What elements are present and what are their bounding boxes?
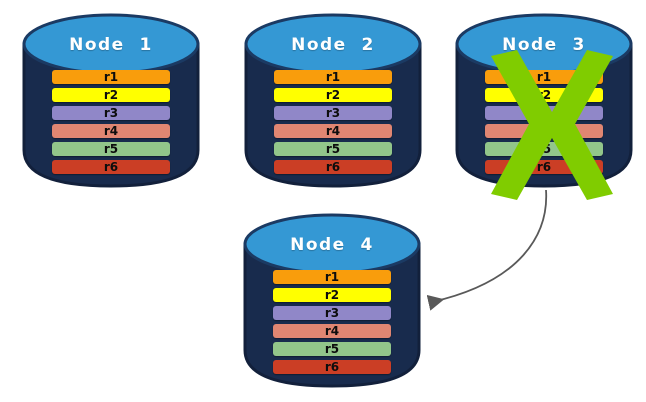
node-2-rows: r1 r2 r3 r4 r5 r6 — [244, 70, 422, 174]
row-label: r4 — [536, 124, 552, 138]
node-1-row-r6: r6 — [52, 160, 170, 174]
row-label: r1 — [103, 70, 119, 84]
node-2-row-r5: r5 — [274, 142, 392, 156]
node-3-row-r2: r2 — [485, 88, 603, 102]
node-1-row-r4: r4 — [52, 124, 170, 138]
row-label: r6 — [103, 160, 119, 174]
node-4-row-r6: r6 — [273, 360, 391, 374]
node-1-row-r1: r1 — [52, 70, 170, 84]
node-4[interactable]: Node 4 r1 r2 r3 r4 r5 r6 — [243, 208, 421, 388]
node-3-row-r5: r5 — [485, 142, 603, 156]
node-3-rows: r1 r2 r3 r4 r5 r6 — [455, 70, 633, 174]
node-1-row-r5: r5 — [52, 142, 170, 156]
row-label: r6 — [536, 160, 552, 174]
row-label: r2 — [103, 88, 119, 102]
node-1[interactable]: Node 1 r1 r2 r3 r4 r5 r6 — [22, 8, 200, 188]
node-2-row-r1: r1 — [274, 70, 392, 84]
row-label: r5 — [324, 342, 340, 356]
node-4-rows: r1 r2 r3 r4 r5 r6 — [243, 270, 421, 374]
row-label: r5 — [325, 142, 341, 156]
row-label: r3 — [536, 106, 552, 120]
node-3-row-r1: r1 — [485, 70, 603, 84]
node-4-row-r5: r5 — [273, 342, 391, 356]
row-label: r1 — [324, 270, 340, 284]
row-label: r1 — [536, 70, 552, 84]
row-label: r5 — [536, 142, 552, 156]
node-1-row-r2: r2 — [52, 88, 170, 102]
node-4-row-r4: r4 — [273, 324, 391, 338]
node-2[interactable]: Node 2 r1 r2 r3 r4 r5 r6 — [244, 8, 422, 188]
node-4-row-r1: r1 — [273, 270, 391, 284]
row-label: r6 — [325, 160, 341, 174]
node-1-row-r3: r3 — [52, 106, 170, 120]
row-label: r3 — [325, 106, 341, 120]
row-label: r1 — [325, 70, 341, 84]
node-4-row-r3: r3 — [273, 306, 391, 320]
row-label: r2 — [324, 288, 340, 302]
node-3[interactable]: Node 3 r1 r2 r3 r4 r5 r6 — [455, 8, 633, 200]
row-label: r2 — [325, 88, 341, 102]
row-label: r2 — [536, 88, 552, 102]
row-label: r4 — [103, 124, 119, 138]
row-label: r3 — [324, 306, 340, 320]
node-2-row-r3: r3 — [274, 106, 392, 120]
node-3-row-r6: r6 — [485, 160, 603, 174]
arrow-path — [426, 189, 548, 311]
row-label: r6 — [324, 360, 340, 374]
node-2-row-r2: r2 — [274, 88, 392, 102]
node-3-row-r3: r3 — [485, 106, 603, 120]
node-1-rows: r1 r2 r3 r4 r5 r6 — [22, 70, 200, 174]
node-2-row-r6: r6 — [274, 160, 392, 174]
row-label: r3 — [103, 106, 119, 120]
node-3-row-r4: r4 — [485, 124, 603, 138]
node-4-row-r2: r2 — [273, 288, 391, 302]
row-label: r4 — [325, 124, 341, 138]
row-label: r5 — [103, 142, 119, 156]
row-label: r4 — [324, 324, 340, 338]
node-2-row-r4: r4 — [274, 124, 392, 138]
